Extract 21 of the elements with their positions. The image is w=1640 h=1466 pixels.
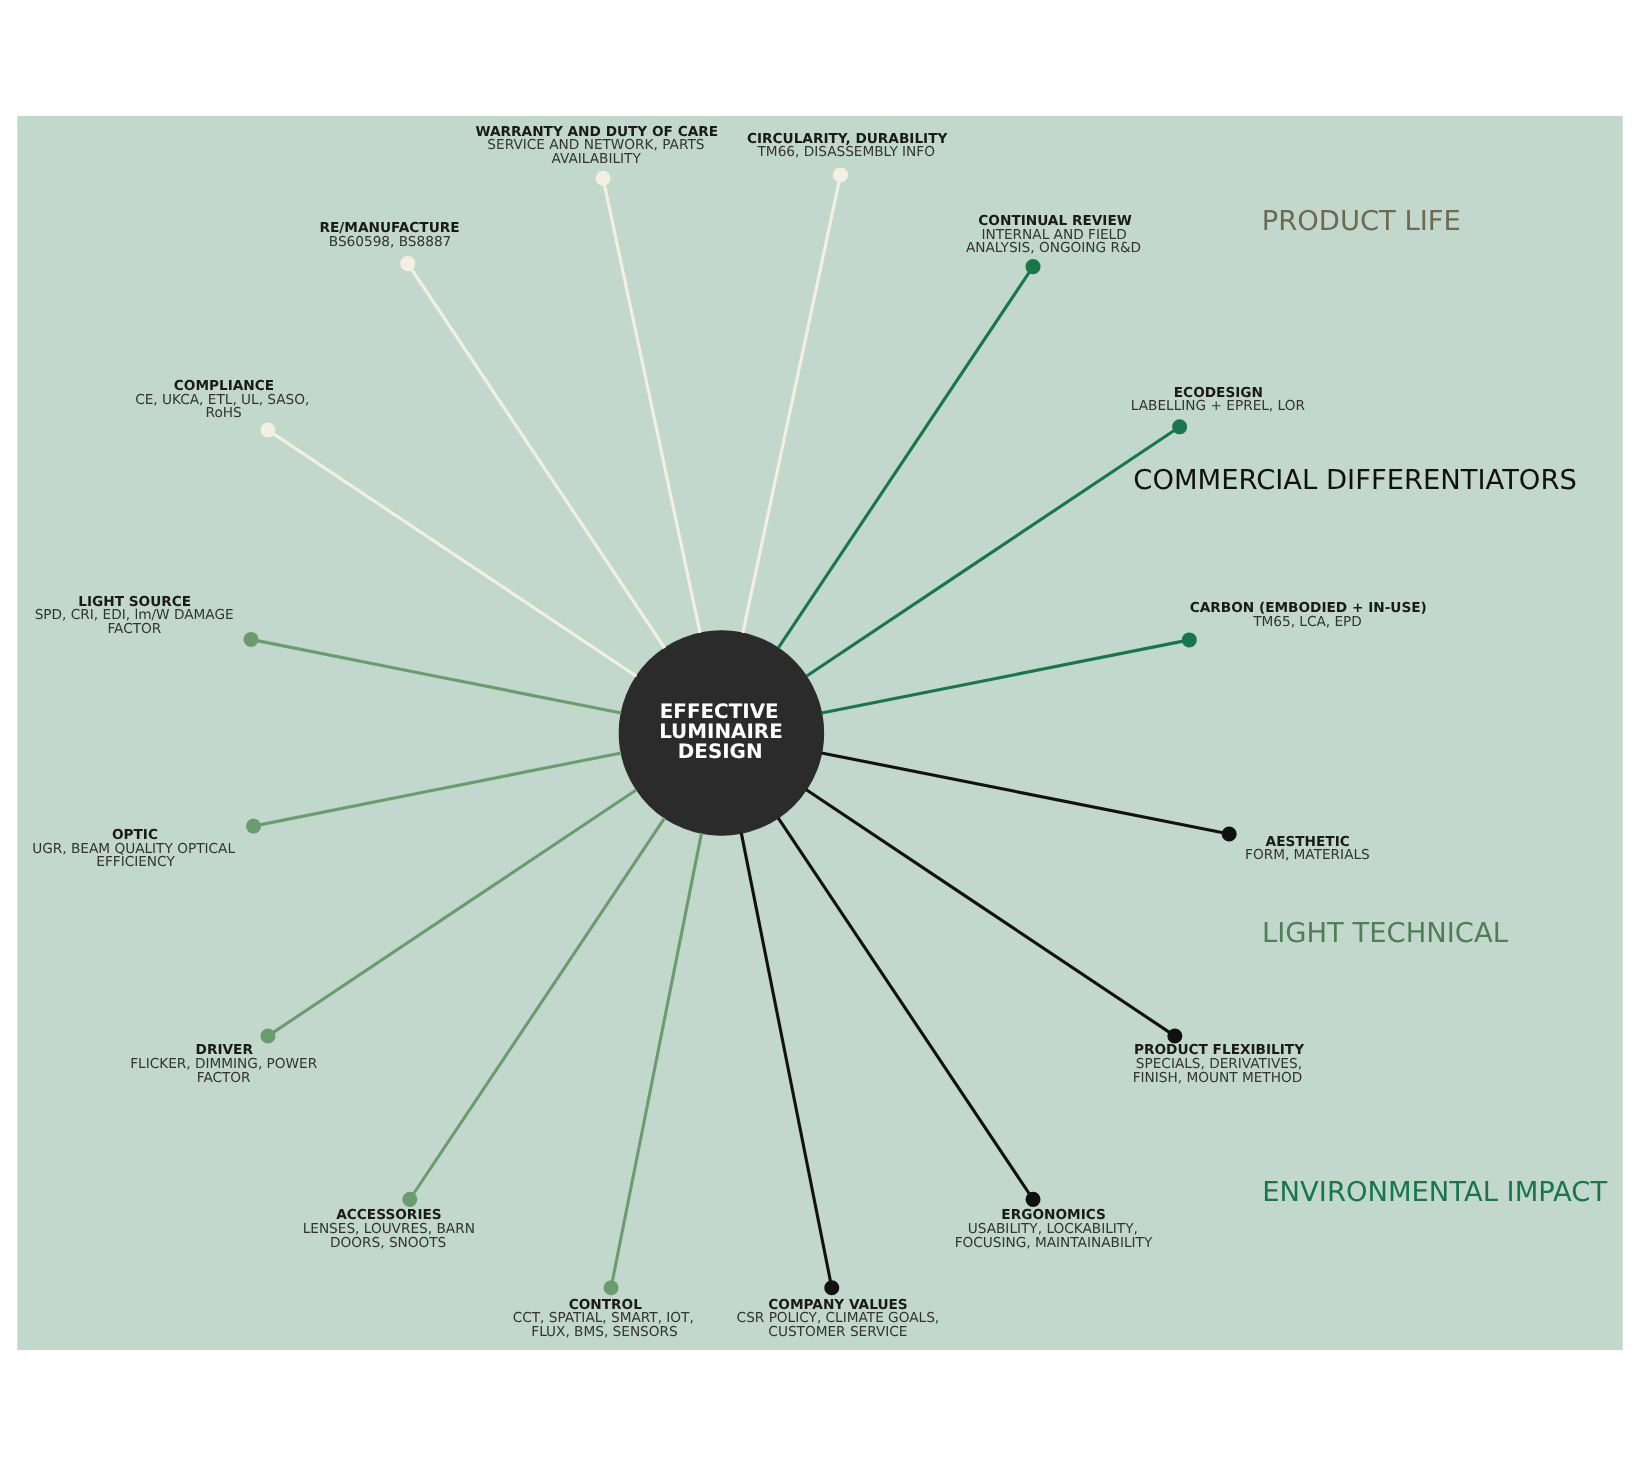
connector <box>805 419 1188 678</box>
connector <box>739 832 840 1296</box>
connector <box>776 817 1041 1207</box>
connector <box>603 832 704 1296</box>
node-circle: EFFECTIVE LUMINAIRE DESIGN <box>618 630 825 836</box>
connector <box>246 751 622 834</box>
connector <box>741 167 848 634</box>
connector <box>260 422 638 678</box>
connector <box>400 256 666 649</box>
connector <box>776 259 1041 649</box>
connector <box>821 632 1197 715</box>
label: COMMERCIAL DIFFERENTIATORS <box>1133 464 1577 497</box>
connector <box>243 631 622 715</box>
label: PRODUCT LIFE <box>1261 205 1461 238</box>
connector <box>821 751 1237 842</box>
connector <box>402 817 666 1207</box>
label: LIGHT TECHNICAL <box>1261 917 1508 950</box>
connector <box>805 788 1183 1044</box>
connector <box>595 170 702 634</box>
label: ENVIRONMENTAL IMPACT <box>1262 1176 1608 1209</box>
connector <box>260 788 638 1044</box>
